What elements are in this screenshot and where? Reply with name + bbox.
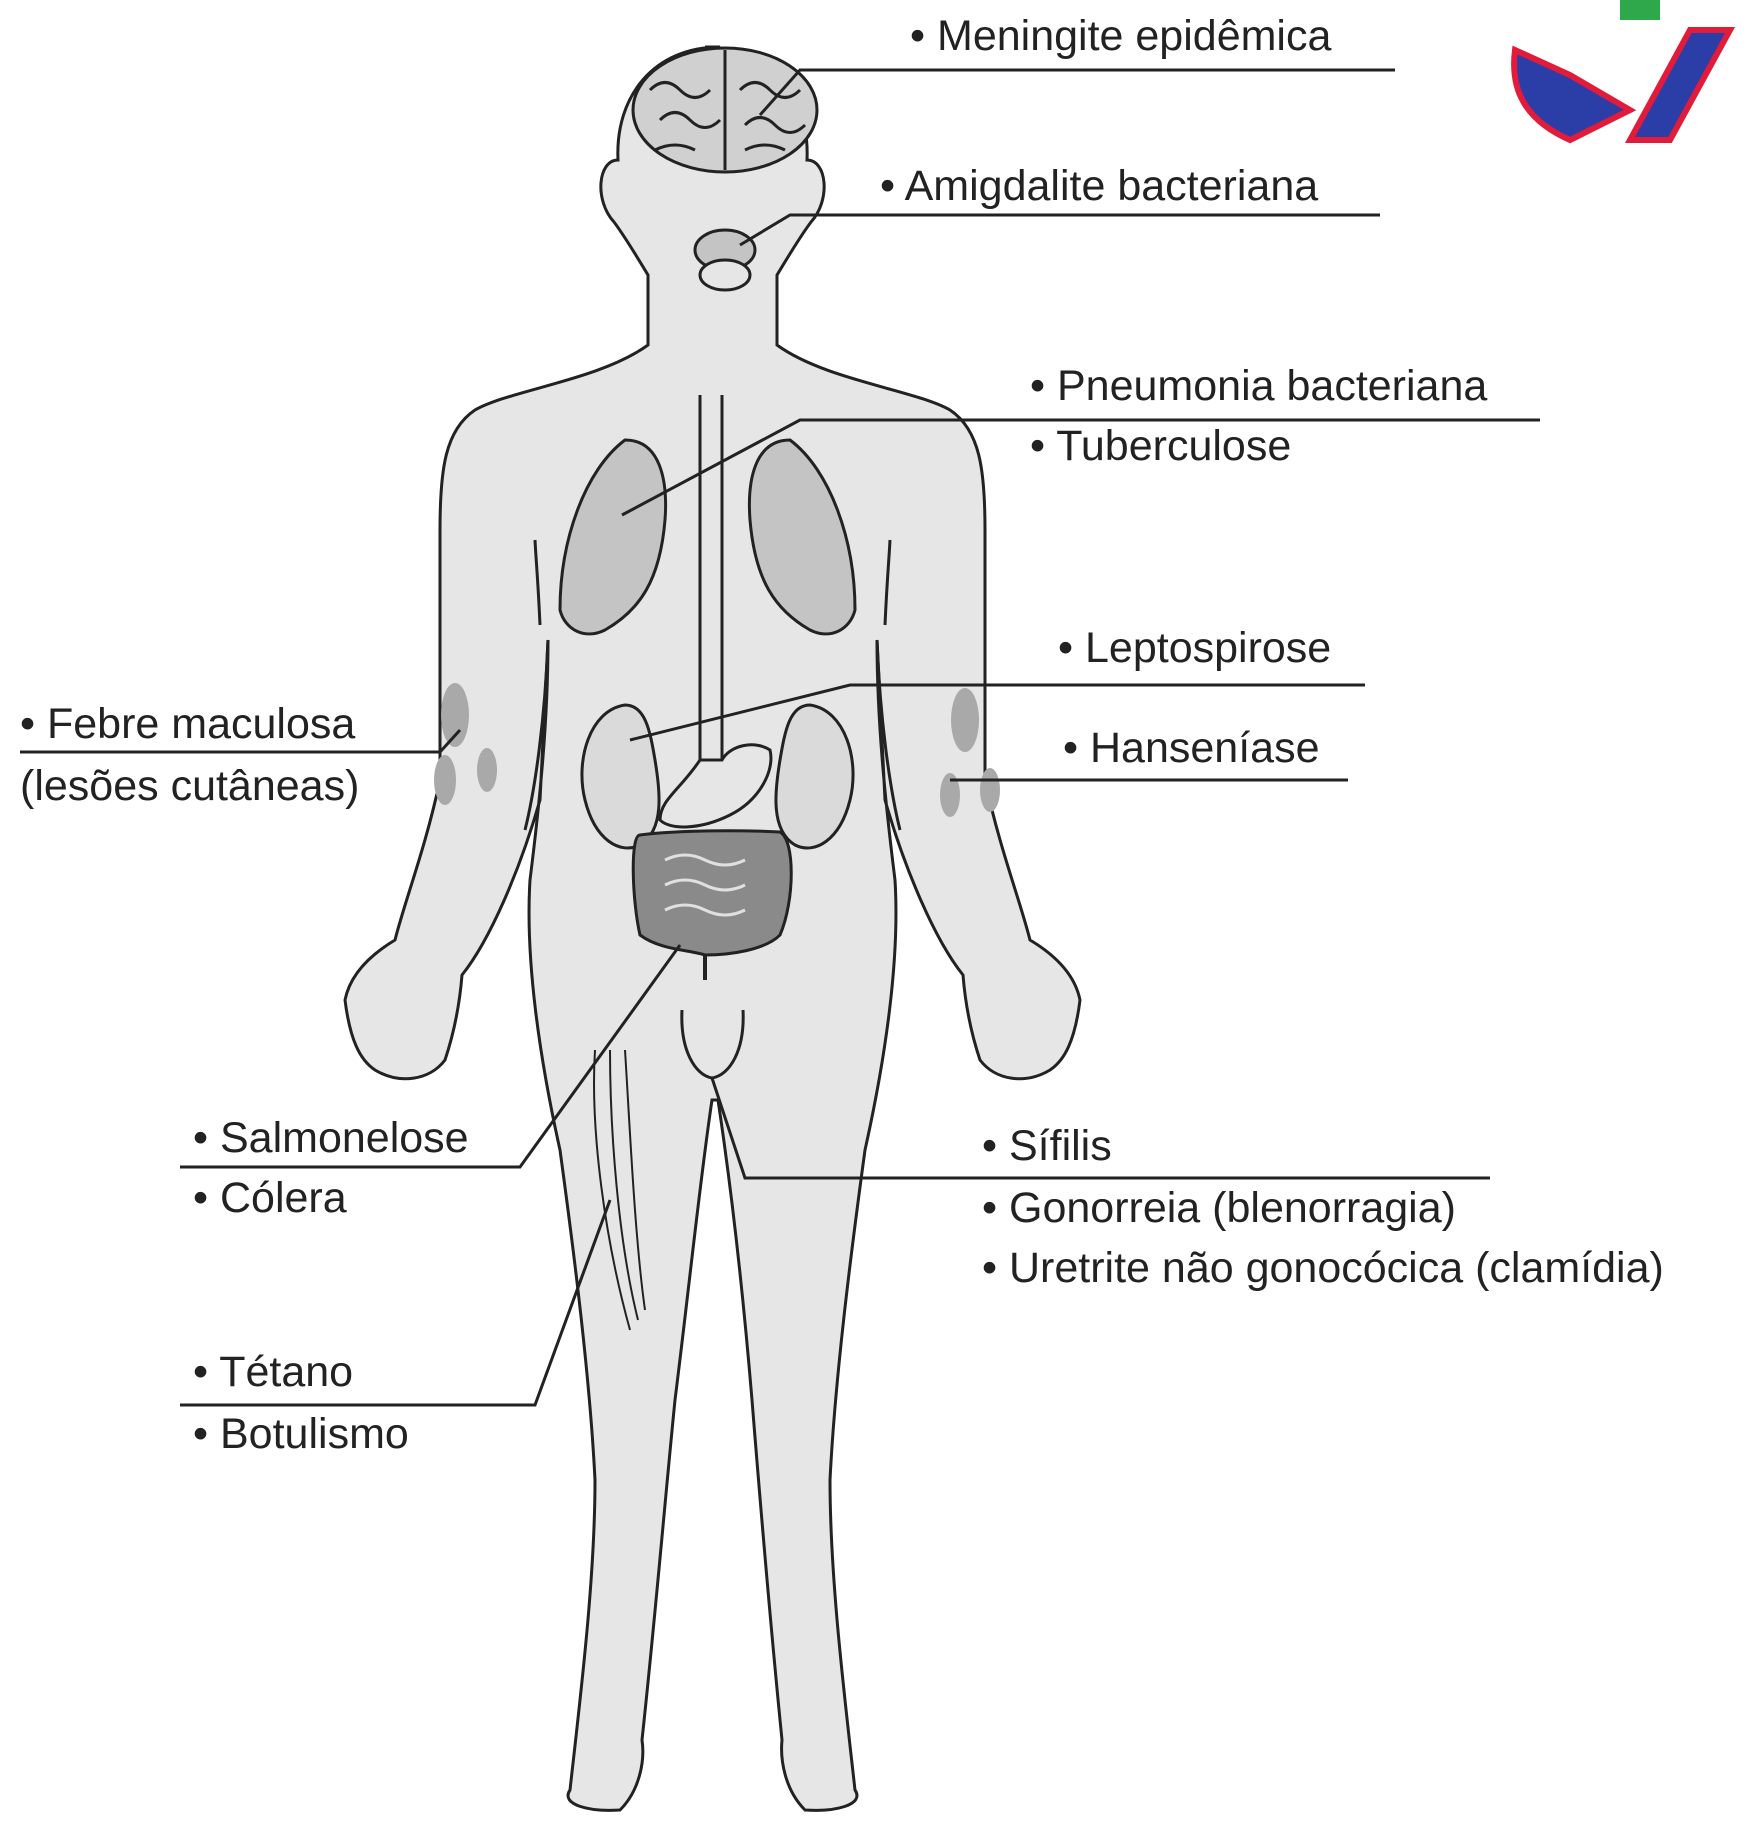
label-botulismo: • Botulismo [193,1408,409,1460]
label-amigdalite: • Amigdalite bacteriana [880,160,1318,212]
label-salmonelose: • Salmonelose [193,1112,469,1164]
label-leptospirose: • Leptospirose [1058,622,1331,674]
label-febre-sub: (lesões cutâneas) [20,760,359,812]
brain-icon [633,48,817,172]
tonsils-icon [695,230,755,290]
leader-amigdalite [740,215,1380,245]
label-gonorreia: • Gonorreia (blenorragia) [982,1182,1456,1234]
label-sifilis: • Sífilis [982,1120,1112,1172]
label-pneumonia: • Pneumonia bacteriana [1030,360,1487,412]
label-colera: • Cólera [193,1172,347,1224]
label-tetano: • Tétano [193,1346,353,1398]
label-uretrite: • Uretrite não gonocócica (clamídia) [982,1242,1664,1294]
label-hanseniase: • Hanseníase [1063,722,1320,774]
label-febre: • Febre maculosa [20,698,355,750]
label-meningite: • Meningite epidêmica [910,10,1331,62]
leader-meningite [760,70,1395,115]
label-tuberculose: • Tuberculose [1030,420,1291,472]
logo-icon [1480,0,1750,150]
